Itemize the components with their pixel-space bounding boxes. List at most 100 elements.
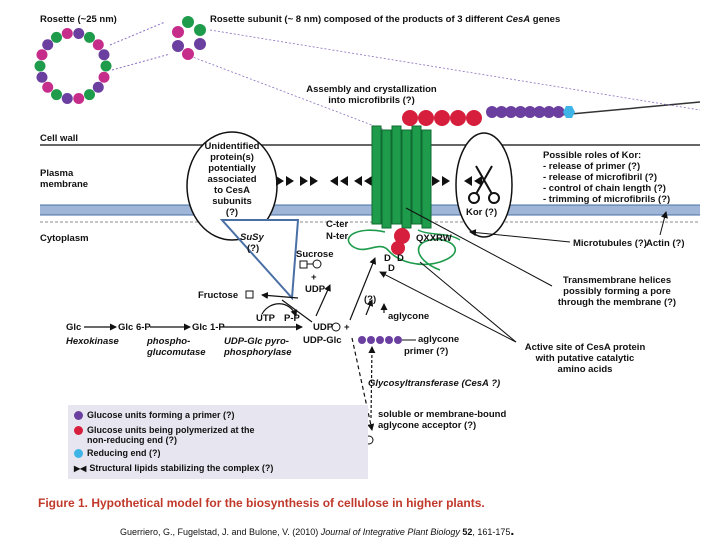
udp-glc-label: UDP-Glc [303,335,342,346]
lipid-arrow [310,176,318,186]
primer-bead [376,336,384,344]
red-glucose-bead [418,110,434,126]
aspartate-label-2: D [397,253,404,264]
primer-bead [385,336,393,344]
lipid-arrow [286,176,294,186]
legend-text: Reducing end (?) [87,448,161,458]
glucan-chain [402,106,575,126]
legend-item: Glucose units forming a primer (?) [74,410,235,421]
purple-glucose-bead [543,106,555,118]
red-glucose-bead [466,110,482,126]
transmembrane-line: Transmembrane helices [562,275,672,286]
cell-wall-slope [559,101,701,116]
active-site-line: with putative catalytic [535,353,635,364]
transmembrane-line: through the membrane (?) [557,297,677,308]
green-helix [391,125,402,225]
utp-label: UTP [256,313,275,324]
green-helix [401,129,412,229]
legend-text: Glucose units being polymerized at the [87,425,255,435]
pp-label: P-P [284,313,300,324]
pyrophosphorylase-label: UDP-Glc pyro-phosphorylase [224,336,292,358]
rosette-bead [61,28,73,40]
lipid-arrows-icon: ▶◀ [74,464,87,473]
actin-label: Actin (?) [646,238,685,249]
rosette-bead [42,81,54,93]
fructose-label: Fructose [198,290,239,301]
kor-ellipse [455,132,513,238]
rosette-bead [51,89,62,101]
unidentified-line: protein(s) [210,152,254,163]
citation-authors: Guerriero, G., Fugelstad, J. and Bulone,… [120,527,321,537]
lipid-arrow [340,176,348,186]
rosette-bead [73,92,85,104]
structural-lipid-arrows [276,176,482,186]
rosette-subunit-label: Rosette subunit (~ 8 nm) composed of the… [210,14,560,25]
rosette-bead [84,31,95,43]
phospho-line: phospho- [147,336,191,347]
rosette-ring [34,28,112,104]
phospho-line: glucomutase [147,347,206,358]
purple-glucose-bead [552,106,565,118]
complex-zoom-line [209,29,701,111]
rosette-zoom-line-2 [111,53,171,71]
unidentified-line: (?) [225,207,239,218]
rosette-bead [36,49,48,61]
udp-glc-plus: + [344,322,350,333]
assembly-line-2: into microfibrils (?) [328,95,415,106]
citation-journal: Journal of Integrative Plant Biology [320,527,460,537]
susy-label: SuSy [240,232,264,243]
rosette-bead [92,81,104,93]
rosette-bead [84,89,95,101]
assembly-line-1: Assembly and crystallization [306,84,437,95]
citation-volume: 52 [459,527,473,537]
acceptor-line: soluble or membrane-bound [378,409,507,420]
transmembrane-line: possibly forming a pore [563,286,671,297]
cesa-transmembrane-helices [371,125,432,229]
primer-bead [358,336,366,344]
n-ter-label: N-ter [326,231,349,242]
rosette-bead [42,39,54,51]
question-label: (?) [364,294,377,305]
red-glucose-bead [402,110,418,126]
active-site-line: amino acids [557,364,613,375]
unidentified-protein-ellipse [186,131,278,241]
legend-item: ▶◀Structural lipids stabilizing the comp… [74,463,273,474]
rosette-bead [34,60,46,72]
rosette-subunit [172,16,206,60]
rosette-bead [61,92,73,104]
aspartate-label: D [384,253,391,264]
sucrose-plus: + [311,272,317,283]
plasma-line-2: membrane [40,179,89,190]
legend-item: Reducing end (?) [74,448,161,459]
active-site-line: Active site of CesA protein [524,342,646,353]
unidentified-line: associated [207,174,257,185]
purple-glucose-bead [514,106,527,118]
purple-glucose-bead [486,106,498,118]
green-helix [381,129,392,229]
rosette-label: Rosette (~25 nm) [40,14,117,25]
rosette-bead [98,49,110,61]
glycosyltransferase-label: Glycosyltransferase (CesA ?) [368,378,501,389]
plasma-line-1: Plasma [40,168,74,179]
glc-label: Glc [66,322,82,333]
callout-lines [379,207,668,343]
rosette-subunit-genes: CesA [505,14,531,25]
red-dot-icon [74,426,83,436]
aglycone-label: aglycone [388,311,430,322]
lipid-arrow [364,176,372,186]
lipid-arrow [276,176,284,186]
legend-text: Structural lipids stabilizing the comple… [89,463,274,473]
pyro-line: phosphorylase [224,347,292,358]
cesa-cytoplasmic-loop-2 [417,229,461,241]
susy-triangle [219,219,300,301]
lipid-arrow [442,176,450,186]
catalytic-residue-2 [391,241,405,255]
complex-zoom-line-2 [189,55,386,131]
primer-bead [394,336,402,344]
green-helix [411,125,422,225]
aglycone-primer-label-2: primer (?) [404,346,449,357]
unidentified-line: potentially [208,163,256,174]
sucrose-udp-label: UDP [305,284,326,295]
